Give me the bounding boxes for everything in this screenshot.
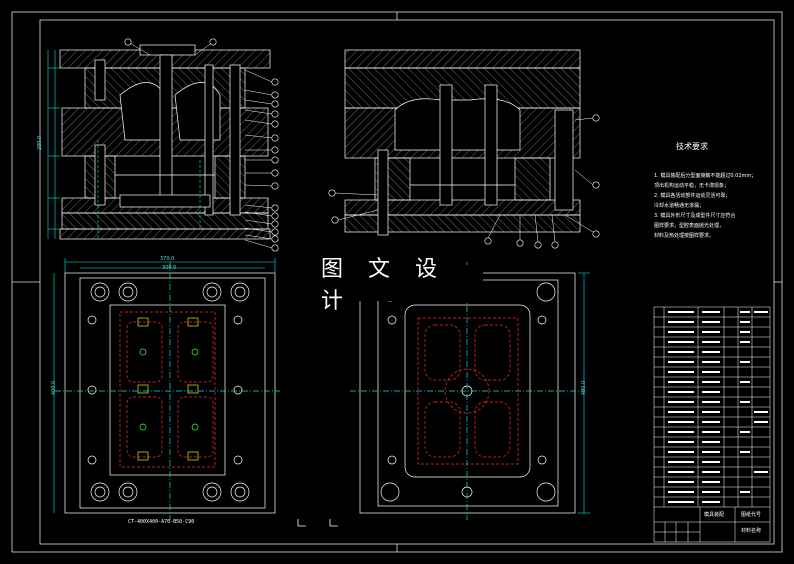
dim-plan-top-outer: 370.0 (160, 256, 175, 262)
dim-right-plan-side: 400.0 (581, 380, 588, 396)
section-marks (297, 519, 338, 527)
title-block-fills (668, 311, 768, 503)
left-plan-view (55, 262, 280, 520)
middle-balloons (328, 114, 600, 249)
tech-requirement-line: 冷却水道畅通无渗漏； (654, 203, 705, 209)
left-section-view (59, 44, 271, 240)
tech-requirement-line: 3. 模具外形尺寸及成型件尺寸应符合 (654, 213, 736, 219)
tech-requirement-line: 材料及热处理按图样要求。 (654, 233, 715, 239)
left-balloons (124, 38, 279, 252)
tech-requirement-line: 2. 模具各活动部件运动灵活可靠； (654, 193, 731, 199)
left-leader-lines (127, 41, 273, 249)
tech-requirements-list: 1. 模具装配后分型面接触不能超过0.02mm； 顶出机构运动平稳，无卡滞现象；… (654, 171, 784, 241)
dim-plan-top-inner: 300.0 (162, 265, 177, 271)
mold-base-caption: CT-400X400-A70-B50-C90 (128, 519, 195, 525)
dim-section-side: 280.0 (37, 135, 44, 151)
tech-requirement-line: 图样要求，型腔表面抛光处理， (654, 223, 725, 229)
left-section-cyan (47, 50, 201, 240)
middle-leader-lines (334, 117, 594, 243)
title-block-drawing-no: 图纸代号 (741, 512, 762, 518)
title-block (653, 306, 771, 543)
right-plan-dims (578, 272, 590, 514)
title-block-company: 模具装配 (704, 512, 725, 518)
drawing-frame (11, 11, 783, 553)
left-plan-dims (53, 258, 276, 513)
tech-requirement-line: 顶出机构运动平稳，无卡滞现象； (654, 183, 730, 189)
middle-section-view (344, 49, 581, 236)
tech-requirements-title: 技术要求 (676, 142, 708, 151)
title-block-material: 材料名称 (741, 528, 762, 534)
dim-plan-side: 400.0 (51, 380, 58, 396)
tech-requirement-line: 1. 模具装配后分型面接触不能超过0.02mm； (654, 173, 757, 179)
watermark-title: 图 文 设 计 (321, 257, 483, 314)
